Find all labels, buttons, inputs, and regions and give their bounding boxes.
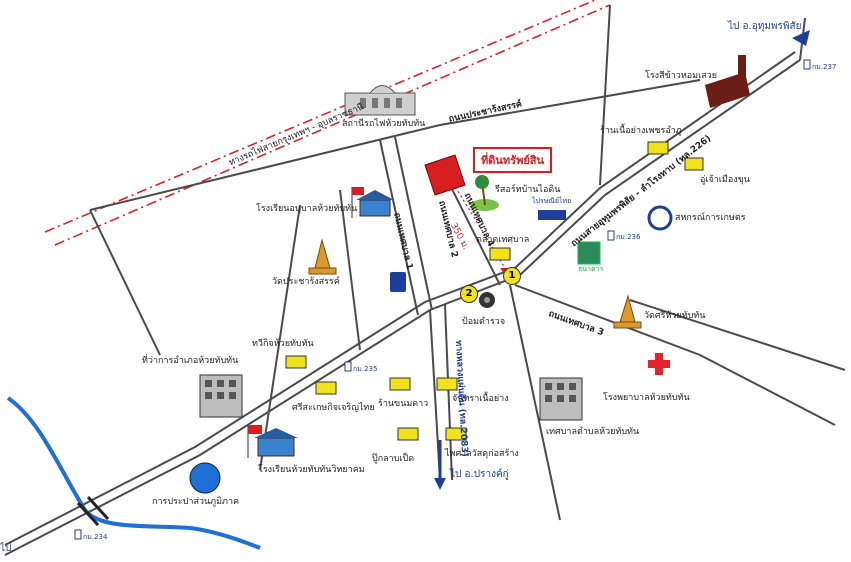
arrow-to-prang-head [434,478,446,490]
police-post-icon-inner [484,297,490,303]
land-flag [424,154,466,196]
label-pisan: ไพศาลวัสดุก่อสร้าง [445,449,519,459]
road-2083 [429,309,441,481]
label-coop: สหกรณ์การเกษตร [675,213,746,223]
label-resort: รีสอร์ทบ้านไอดิน [495,185,561,195]
road-east [629,299,846,371]
water-authority-icon [189,462,221,494]
temple-icon-sri [613,294,642,329]
junction-1: 1 [503,267,521,285]
bank-logo-icon [577,241,601,265]
label-wittayakhom: โรงเรียนห้วยทับทันวิทยาคม [258,465,365,475]
road-west-1 [89,209,161,356]
post-logo-text: ไปรษณีย์ไทย [532,197,572,205]
arrow-to-uthumphon-head [792,30,810,46]
coop-logo-icon [647,205,673,231]
railway-line [54,4,611,246]
road-2083-edge [444,304,453,481]
post-logo-icon [538,210,566,220]
label-to-prang: ไป อ.ปรางค์กู่ [450,469,509,480]
resort-icon [471,175,499,211]
temple-icon-prachasan [308,238,337,275]
label-district-office: ที่ว่าการอำเภอห้วยทับทัน [142,356,239,366]
label-chanmakhao: ร้านขนมดาว [378,399,429,409]
label-anuban-school: โรงเรียนอนุบาลห้วยทับทัน [256,204,358,214]
building-icon-district [199,374,243,418]
road-west-2 [259,204,301,471]
road-thesaban1-edge [394,136,433,311]
label-to-uthumphon: ไป อ.อุทุมพรพิสัย [728,21,802,32]
label-water: การประปาส่วนภูมิภาค [152,497,240,507]
junction-2: 2 [460,285,478,303]
river [6,396,261,550]
label-left-edge: ไป [0,543,12,554]
label-jantra: จันทราเนื้อย่าง [452,394,509,404]
road-thesaban1 [379,139,419,316]
km-237: กม.237 [812,63,837,71]
factory-icon [705,55,750,108]
road-thesaban3 [514,284,836,426]
school-icon-anuban [351,187,394,218]
km-235: กม.235 [353,365,378,373]
school-icon-wittayakhom [247,425,298,458]
km-234: กม.234 [83,533,108,541]
km-marker-icons [74,59,811,540]
railway-line-2 [44,0,598,233]
label-wat-prachasan: วัดประชาร้งสรรค์ [272,277,340,287]
label-municipal: เทศบาลตำบลห้วยทับทัน [546,427,640,437]
shop-boxes [285,141,704,441]
label-market: ตลาดเทศบาล [476,235,530,245]
hospital-icon [648,353,670,375]
krungthai-logo-icon [390,272,406,292]
road-prachasan [89,79,701,211]
road-rice-mill-2 [599,4,611,186]
label-station: สถานีรถไฟห้วยทับทัน [342,119,426,129]
building-icon-municipal [539,377,583,421]
road-thesaban3-south [509,284,561,521]
bridge-icon [76,495,110,527]
label-garage: อู่เจ้าเมืองขุน [700,175,750,185]
label-hospital: โรงพยาบาลห้วยทับทัน [603,393,690,403]
label-police: ป้อมตำรวจ [462,317,506,327]
label-wat-sri: วัดศรีห้วยทับทัน [644,311,706,321]
km-236: กม.236 [616,233,641,241]
label-tawee: ทวีกิจห้วยทับทัน [252,339,314,349]
label-rice-mill: โรงสีข้าวหอมเสวย [645,71,717,81]
train-station-icon [344,85,416,116]
label-pukan: ปู๊กลาบเป็ด [372,454,415,464]
road-west-3 [339,189,361,351]
land-callout: ที่ดินทรัพย์สิน [473,147,553,173]
label-srisaket: ศรีสะเกษกิจเจริญไทย [292,403,375,413]
bank-logo-text: ธนาคาร [578,265,604,273]
label-meat-shop: ร้านเนื้อย่างเพชรอำภู [600,126,682,136]
